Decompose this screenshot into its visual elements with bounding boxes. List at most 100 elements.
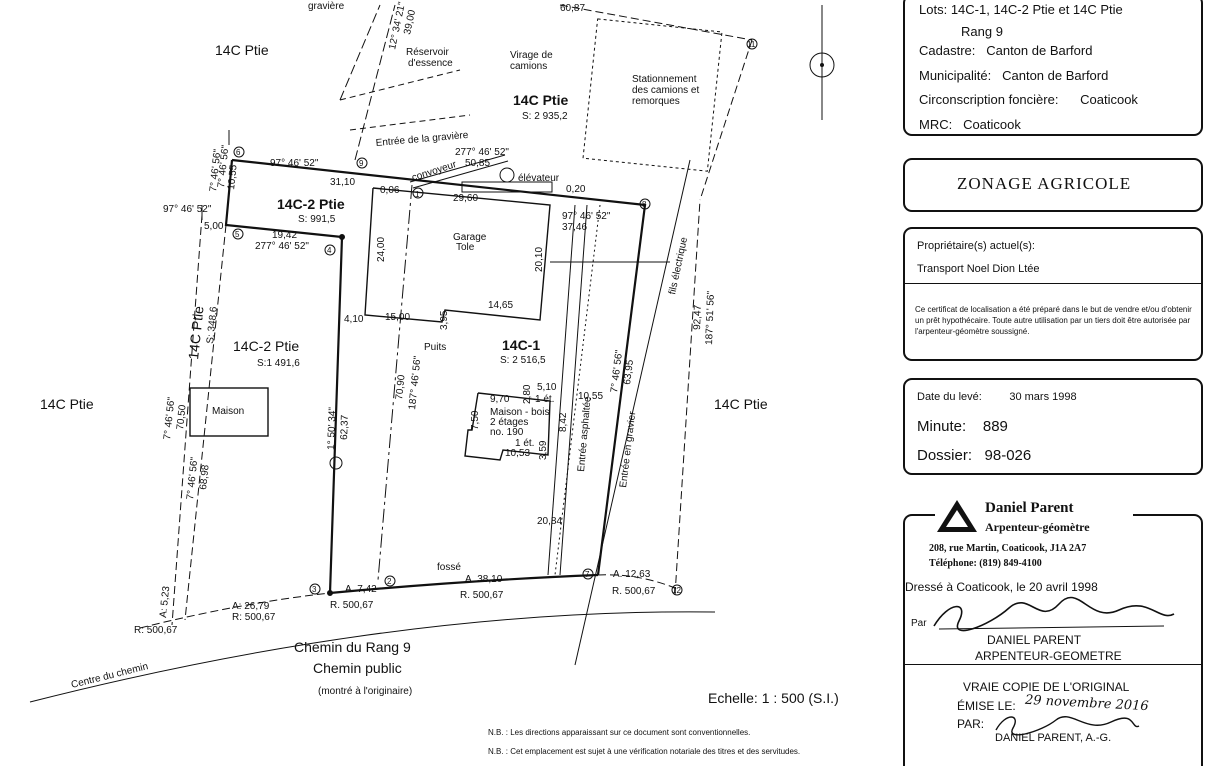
par-label: Par xyxy=(911,618,927,629)
dist-50-85: 50,85 xyxy=(465,158,490,169)
reservoir-label: Réservoir xyxy=(406,47,449,58)
dist-a-26-79: A: 26,79 xyxy=(232,601,270,612)
owner-label: Propriétaire(s) actuel(s): xyxy=(917,240,1035,252)
dist-14-65: 14,65 xyxy=(488,300,513,311)
lot-14c-left-line xyxy=(171,214,203,626)
surveyor-phone: Téléphone: (819) 849-4100 xyxy=(929,558,1042,569)
par2-label: PAR: xyxy=(957,717,985,731)
dist-24-00: 24,00 xyxy=(376,237,387,262)
mrc-value: Coaticook xyxy=(963,117,1021,132)
lot-14c-ptie-left: 14C Ptie xyxy=(185,305,207,360)
point-5: 5 xyxy=(235,230,240,239)
lot-boundary-14c2 xyxy=(224,159,344,594)
dist-a-5-23: A: 5,23 xyxy=(158,585,172,618)
dist-29-60: 29,60 xyxy=(453,193,478,204)
lot-info-box: Lots: 14C-1, 14C-2 Ptie et 14C Ptie Rang… xyxy=(903,0,1203,136)
sign-title: ARPENTEUR-GEOMETRE xyxy=(975,649,1122,663)
lots-value-2: Rang 9 xyxy=(961,24,1003,39)
road-name: Chemin du Rang 9 xyxy=(294,639,411,655)
dist-5-00: 5,00 xyxy=(204,221,224,232)
note-2: N.B. : Cet emplacement est sujet à une v… xyxy=(488,747,800,756)
road-centerline xyxy=(29,611,716,703)
dossier-label: Dossier: xyxy=(917,447,973,464)
dist-10-55-mid: 10,55 xyxy=(578,391,603,402)
drawn-date: Dressé à Coaticook, le 20 avril 1998 xyxy=(905,580,1098,594)
house-main-label: Maison - bois xyxy=(490,407,549,418)
point-12: 12 xyxy=(672,586,681,595)
dist-20-84: 20,84 xyxy=(537,516,562,527)
dist-3-59: 3,59 xyxy=(538,440,549,460)
surveyor-title: Arpenteur-géomètre xyxy=(985,520,1090,534)
dist-r-b: R. 500,67 xyxy=(330,600,374,611)
lot-14c-nw: 14C Ptie xyxy=(215,42,269,58)
bearing-97-right: 97° 46' 52" xyxy=(562,211,611,222)
truck-turn-label: Virage de xyxy=(510,50,553,61)
road-frontage xyxy=(329,573,599,595)
owner-name: Transport Noel Dion Ltée xyxy=(917,263,1040,275)
gravel-entrance-label: Entrée en gravier xyxy=(618,410,638,488)
point-7: 7 xyxy=(585,570,590,579)
svg-text:remorques: remorques xyxy=(632,96,680,107)
point-3: 3 xyxy=(312,585,317,594)
circonscription-label: Circonscription foncière: xyxy=(919,92,1059,107)
dist-15-00: 15,00 xyxy=(385,312,410,323)
issued-label: ÉMISE LE: xyxy=(957,699,1016,713)
signature-1 xyxy=(933,596,1175,632)
one-floor-top: 1 ét. xyxy=(535,394,554,405)
dist-92-47: 92,47 xyxy=(692,304,704,330)
svg-text:2 étages: 2 étages xyxy=(490,417,528,428)
date-value: 30 mars 1998 xyxy=(1009,391,1077,403)
lot-boundary-north xyxy=(231,158,647,576)
lot-14c-center: 14C Ptie xyxy=(513,92,568,108)
dist-20-10: 20,10 xyxy=(534,247,545,272)
surveyor-block: Daniel Parent Arpenteur-géomètre 208, ru… xyxy=(903,496,1203,772)
certificate-text: Ce certificat de localisation a été prép… xyxy=(915,305,1192,336)
dist-top-right: 60,87 xyxy=(560,3,585,14)
house-main-outline xyxy=(464,392,551,461)
dist-70-50: 70,50 xyxy=(175,404,189,430)
bearing-277-top: 277° 46' 52" xyxy=(455,147,509,158)
dist-3-95: 3,95 xyxy=(439,310,450,330)
dist-7-50: 7,50 xyxy=(470,410,481,430)
point-2: 2 xyxy=(387,577,392,586)
lot-14c-east: 14C Ptie xyxy=(714,396,768,412)
lot-14c2-lower-area: S:1 491,6 xyxy=(257,358,300,369)
dist-10-53: 10,53 xyxy=(505,448,530,459)
survey-box: Date du levé: 30 mars 1998 Minute: 889 D… xyxy=(903,378,1203,475)
mrc-label: MRC: xyxy=(919,117,953,132)
left-area: S: 348,6 xyxy=(205,306,220,345)
dist-9-70: 9,70 xyxy=(490,394,510,405)
lot-14c1-area: S: 2 516,5 xyxy=(500,355,546,366)
surveyor-address: 208, rue Martin, Coaticook, J1A 2A7 xyxy=(929,543,1087,554)
parking-label: Stationnement xyxy=(632,74,697,85)
dist-0-06: 0,06 xyxy=(380,185,400,196)
dist-a-7-42: A. 7,42 xyxy=(345,584,377,595)
point-4: 4 xyxy=(327,246,332,255)
survey-plan: gravière 12° 34' 21" 39,00 60,87 Réservo… xyxy=(29,1,839,756)
bearing-187-mid: 187° 46' 56" xyxy=(407,355,424,410)
bearing-277-mid: 277° 46' 52" xyxy=(255,241,309,252)
point-11: 11 xyxy=(747,40,756,49)
dist-62-37: 62,37 xyxy=(339,414,351,440)
road-shown-label: (montré à l'originaire) xyxy=(318,686,412,697)
dist-top: 39,00 xyxy=(402,8,418,35)
lot-14c2-lower: 14C-2 Ptie xyxy=(233,338,299,354)
dist-68-98: 68,98 xyxy=(198,464,212,490)
svg-text:des camions et: des camions et xyxy=(632,85,699,96)
dist-2-80: 2,80 xyxy=(522,384,533,404)
conveyor-label: convoyeur xyxy=(411,159,459,184)
bearing-far2: 7° 46' 56" xyxy=(185,456,200,500)
point-8: 8 xyxy=(642,200,647,209)
bearing-far: 7° 46' 56" xyxy=(162,396,177,440)
elevator-label: élévateur xyxy=(518,173,560,184)
sign2-name: DANIEL PARENT, A.-G. xyxy=(995,732,1112,744)
date-label: Date du levé: xyxy=(917,391,982,403)
point-6: 6 xyxy=(236,148,241,157)
dist-10-55-left: 10,55 xyxy=(226,164,240,190)
surveyor-logo-icon xyxy=(937,500,977,532)
minute-label: Minute: xyxy=(917,418,967,435)
note-1: N.B. : Les directions apparaissant sur c… xyxy=(488,728,750,737)
dist-63-95: 63,95 xyxy=(622,359,636,386)
dossier-value: 98-026 xyxy=(984,447,1032,464)
svg-text:Tole: Tole xyxy=(456,242,475,253)
